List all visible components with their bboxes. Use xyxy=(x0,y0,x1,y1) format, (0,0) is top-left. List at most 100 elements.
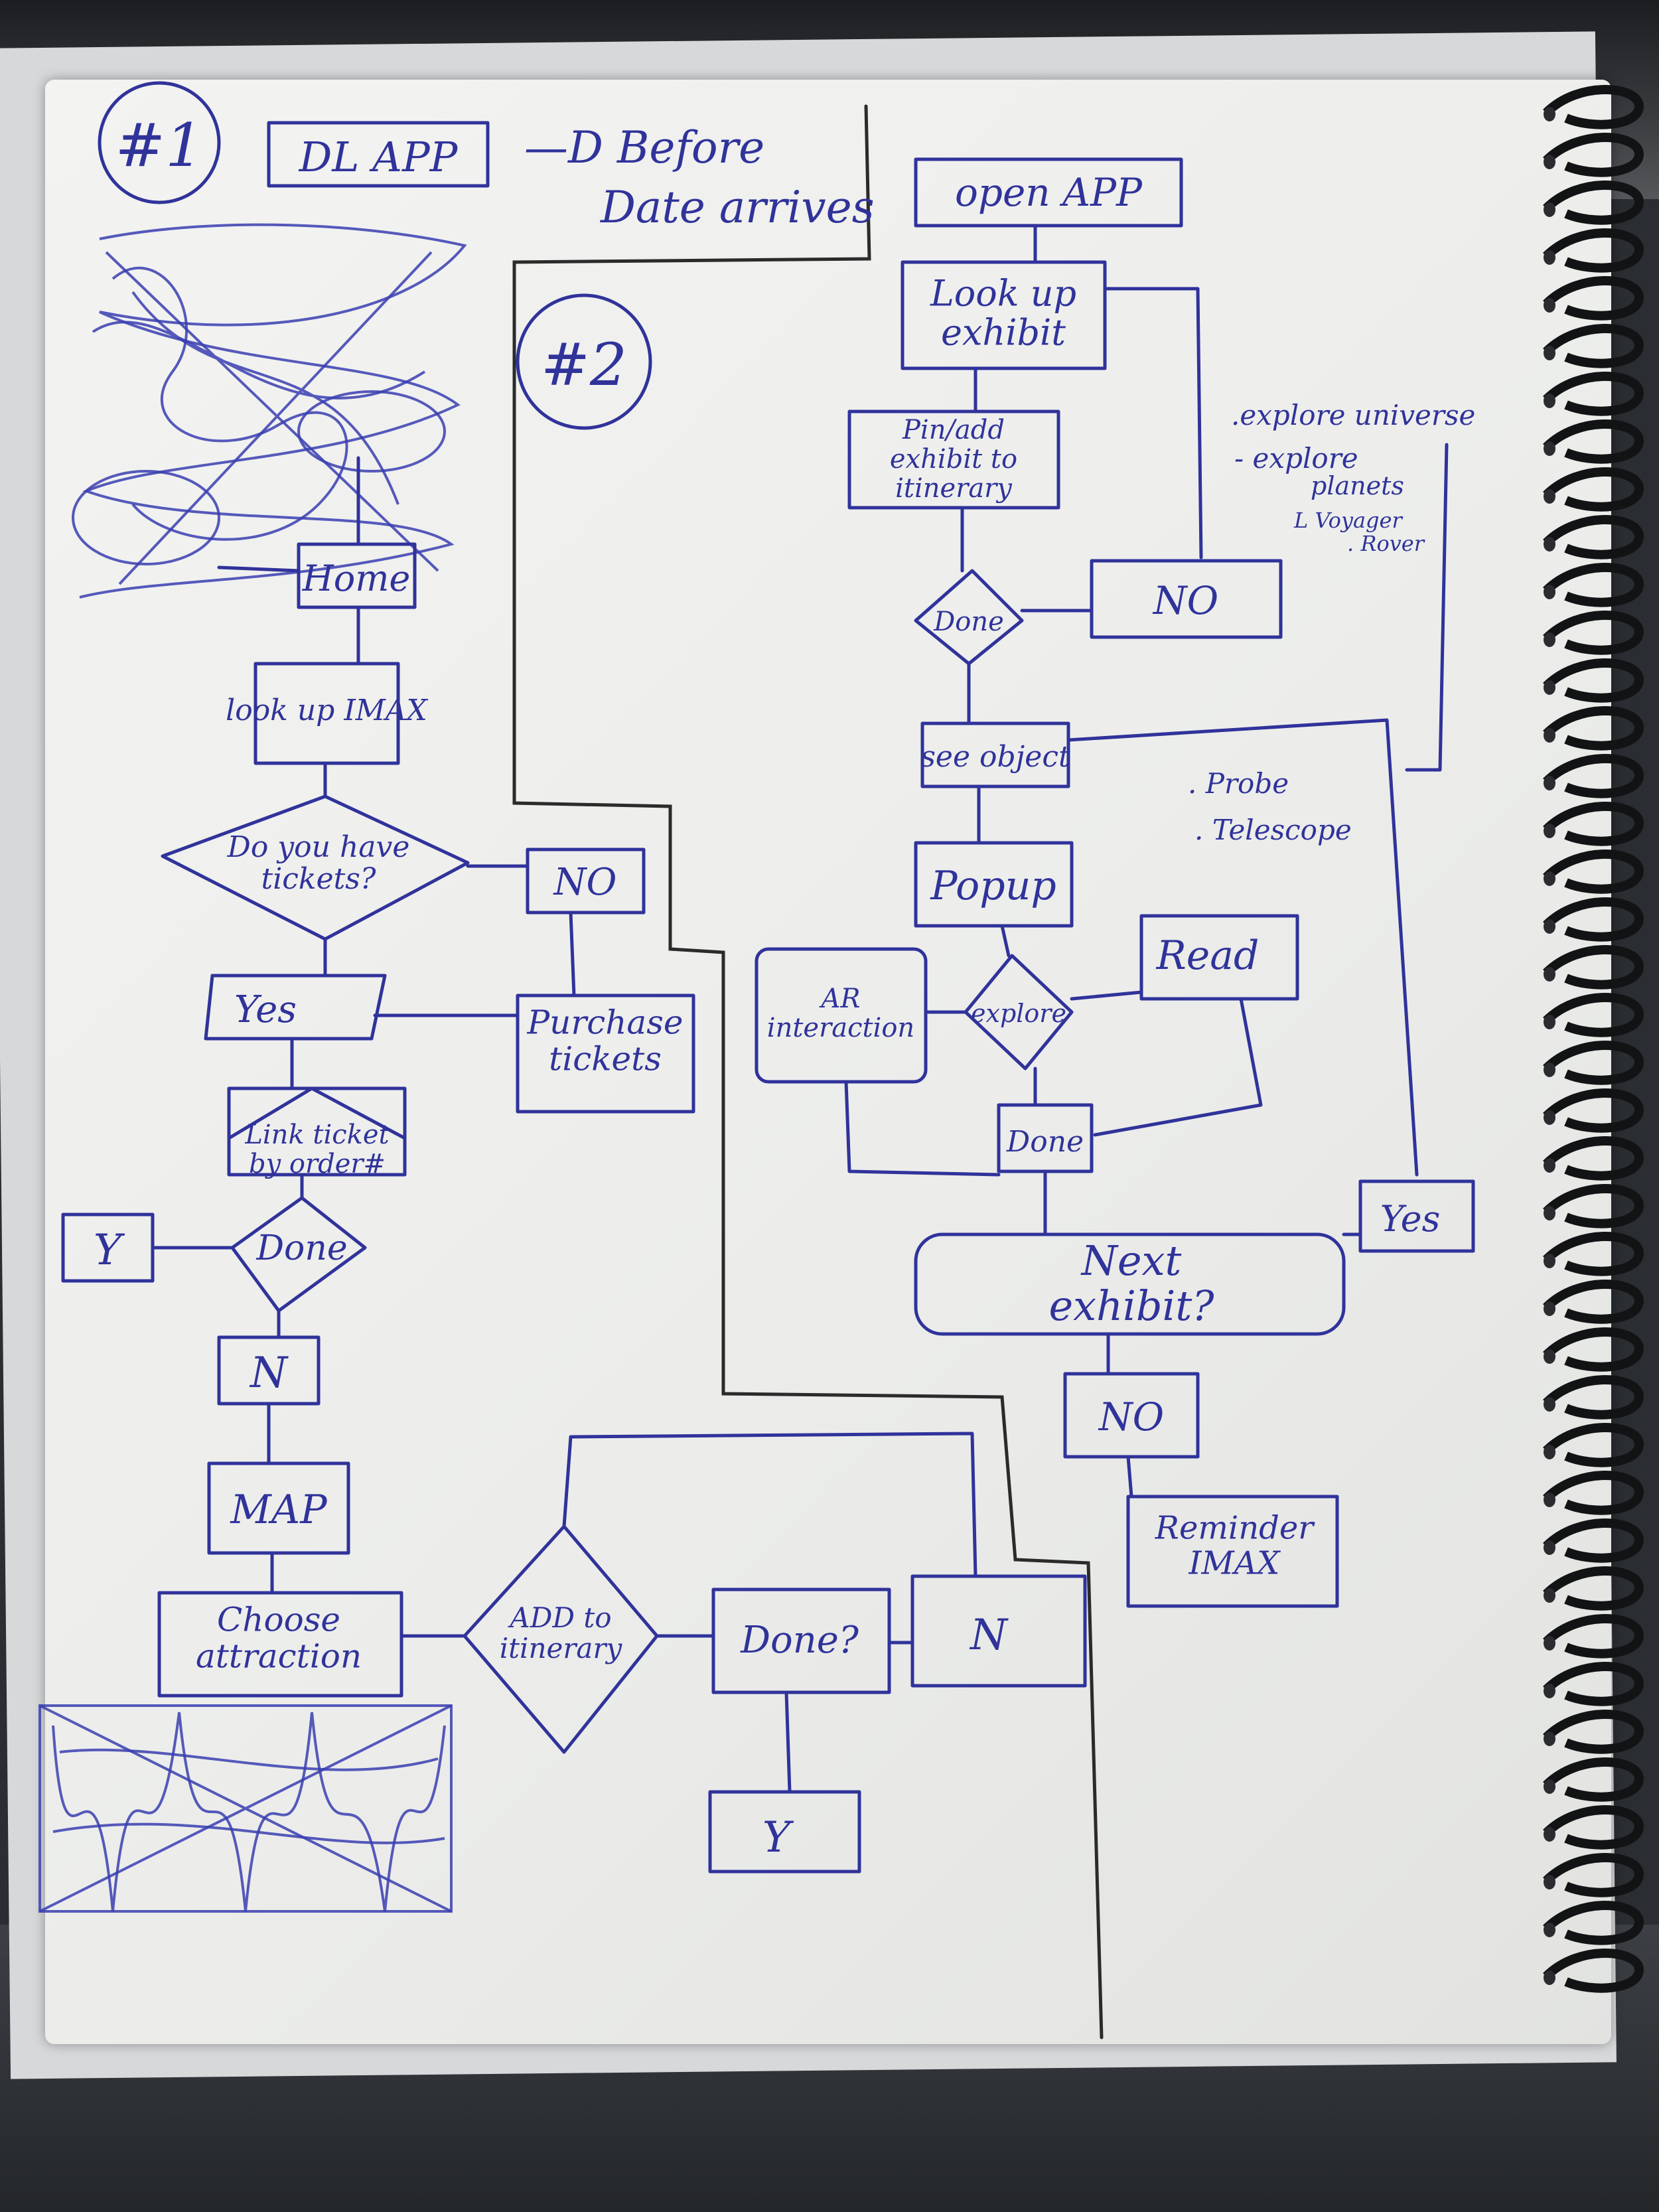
done-diamond-2-text: Done xyxy=(933,607,1004,637)
spiral-hole xyxy=(1544,1684,1555,1698)
spiral-ring xyxy=(1543,228,1644,273)
flow-2-number: #2 xyxy=(541,331,627,399)
spiral-ring xyxy=(1543,1423,1644,1467)
spiral-hole xyxy=(1544,1588,1555,1603)
purchase-box xyxy=(516,994,695,1114)
spiral-hole xyxy=(1544,1875,1555,1889)
spiral-ring xyxy=(1543,611,1644,655)
spiral-ring xyxy=(1543,276,1644,321)
spiral-hole xyxy=(1544,776,1555,790)
done-q-text: Done? xyxy=(740,1619,859,1662)
n2-text: N xyxy=(969,1611,1009,1660)
spiral-hole xyxy=(1544,394,1555,408)
spiral-ring xyxy=(1543,85,1644,129)
spiral-ring xyxy=(1543,754,1644,798)
note-4: L Voyager xyxy=(1293,508,1403,533)
spiral-hole xyxy=(1544,1493,1555,1507)
spiral-ring xyxy=(1543,1471,1644,1515)
note-2: - explore xyxy=(1234,442,1358,475)
yes-box xyxy=(204,974,387,1041)
spiral-hole xyxy=(1544,1349,1555,1364)
spiral-hole xyxy=(1544,346,1555,360)
spiral-hole xyxy=(1544,1732,1555,1746)
spiral-ring xyxy=(1543,993,1644,1037)
spiral-ring xyxy=(1543,1566,1644,1611)
spiral-hole xyxy=(1544,537,1555,552)
link-ticket-box xyxy=(227,1086,407,1177)
no-box-2-text: NO xyxy=(1152,578,1218,623)
open-app-text: open APP xyxy=(955,170,1143,215)
title-box xyxy=(267,121,490,188)
spiral-hole xyxy=(1544,1110,1555,1125)
spiral-ring xyxy=(1543,1614,1644,1659)
read-text: Read xyxy=(1156,932,1260,979)
look-up-text: look up IMAX xyxy=(226,694,428,727)
no-box-2 xyxy=(1090,559,1283,639)
spiral-ring xyxy=(1543,1805,1644,1850)
spiral-hole xyxy=(1544,871,1555,886)
look-up-exhibit-box xyxy=(901,260,1107,370)
spiral-hole xyxy=(1544,824,1555,838)
flow-1-number: #1 xyxy=(115,111,204,181)
ar-interaction-box xyxy=(755,947,928,1084)
spiral-hole xyxy=(1544,489,1555,504)
spiral-hole xyxy=(1544,1301,1555,1316)
yes-box-2-text: Yes xyxy=(1380,1198,1441,1240)
note-7: . Telescope xyxy=(1194,814,1352,846)
spiral-ring xyxy=(1543,1518,1644,1563)
spiral-hole xyxy=(1544,1063,1555,1077)
choose-attraction-box xyxy=(157,1591,403,1698)
spiral-hole xyxy=(1544,1540,1555,1555)
spiral-hole xyxy=(1544,632,1555,647)
scribbled-out-area xyxy=(72,223,467,599)
add-itinerary-diamond xyxy=(463,1524,659,1754)
spiral-hole xyxy=(1544,585,1555,599)
spiral-ring xyxy=(1543,945,1644,990)
spiral-ring xyxy=(1543,372,1644,416)
spiral-ring xyxy=(1543,1041,1644,1085)
spiral-hole xyxy=(1544,1970,1555,1985)
spiral-ring xyxy=(1543,181,1644,225)
spiral-ring xyxy=(1543,897,1644,942)
no-box xyxy=(526,848,646,915)
spiral-ring xyxy=(1543,1949,1644,1993)
spiral-hole xyxy=(1544,1158,1555,1173)
spiral-binding xyxy=(1543,85,1644,1993)
done-text: Done xyxy=(255,1228,347,1268)
pin-add-box xyxy=(847,409,1060,510)
spiral-hole xyxy=(1544,1636,1555,1651)
spiral-hole xyxy=(1544,1923,1555,1937)
no-box-3 xyxy=(1063,1372,1200,1459)
see-object-text: see object xyxy=(920,740,1070,774)
y2-box xyxy=(708,1790,861,1874)
map-box xyxy=(207,1461,350,1555)
notes-list-1: .explore universe - explore planets L Vo… xyxy=(1231,399,1475,556)
spiral-hole xyxy=(1544,1779,1555,1794)
spiral-hole xyxy=(1544,441,1555,456)
n2-box xyxy=(910,1574,1087,1688)
title-note: —D Before Date arrives xyxy=(524,122,875,233)
spiral-hole xyxy=(1544,202,1555,217)
popup-text: Popup xyxy=(930,863,1056,909)
spiral-hole xyxy=(1544,298,1555,313)
spiral-ring xyxy=(1543,802,1644,846)
spiral-hole xyxy=(1544,250,1555,265)
spiral-hole xyxy=(1544,919,1555,934)
spiral-ring xyxy=(1543,1901,1644,1945)
y2-text: Y xyxy=(762,1813,794,1862)
spiral-hole xyxy=(1544,1827,1555,1842)
spiral-ring xyxy=(1543,849,1644,894)
spiral-hole xyxy=(1544,1015,1555,1029)
spiral-ring xyxy=(1543,1280,1644,1324)
n-text: N xyxy=(249,1349,289,1398)
scribbled-out-area-2 xyxy=(38,1704,453,1913)
spiral-ring xyxy=(1543,1136,1644,1181)
spiral-hole xyxy=(1544,1206,1555,1220)
spiral-ring xyxy=(1543,563,1644,607)
note-1: .explore universe xyxy=(1231,399,1475,431)
